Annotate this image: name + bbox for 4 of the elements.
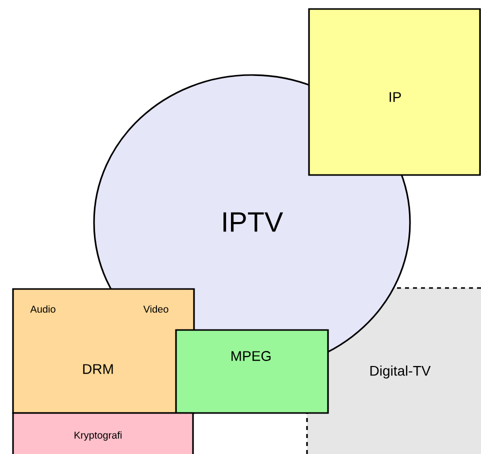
region-box: Kryptografi xyxy=(12,412,194,454)
region-box: DRM Audio Video xyxy=(12,288,195,414)
region-box: IP xyxy=(308,8,481,176)
region-box: MPEG xyxy=(175,329,329,414)
